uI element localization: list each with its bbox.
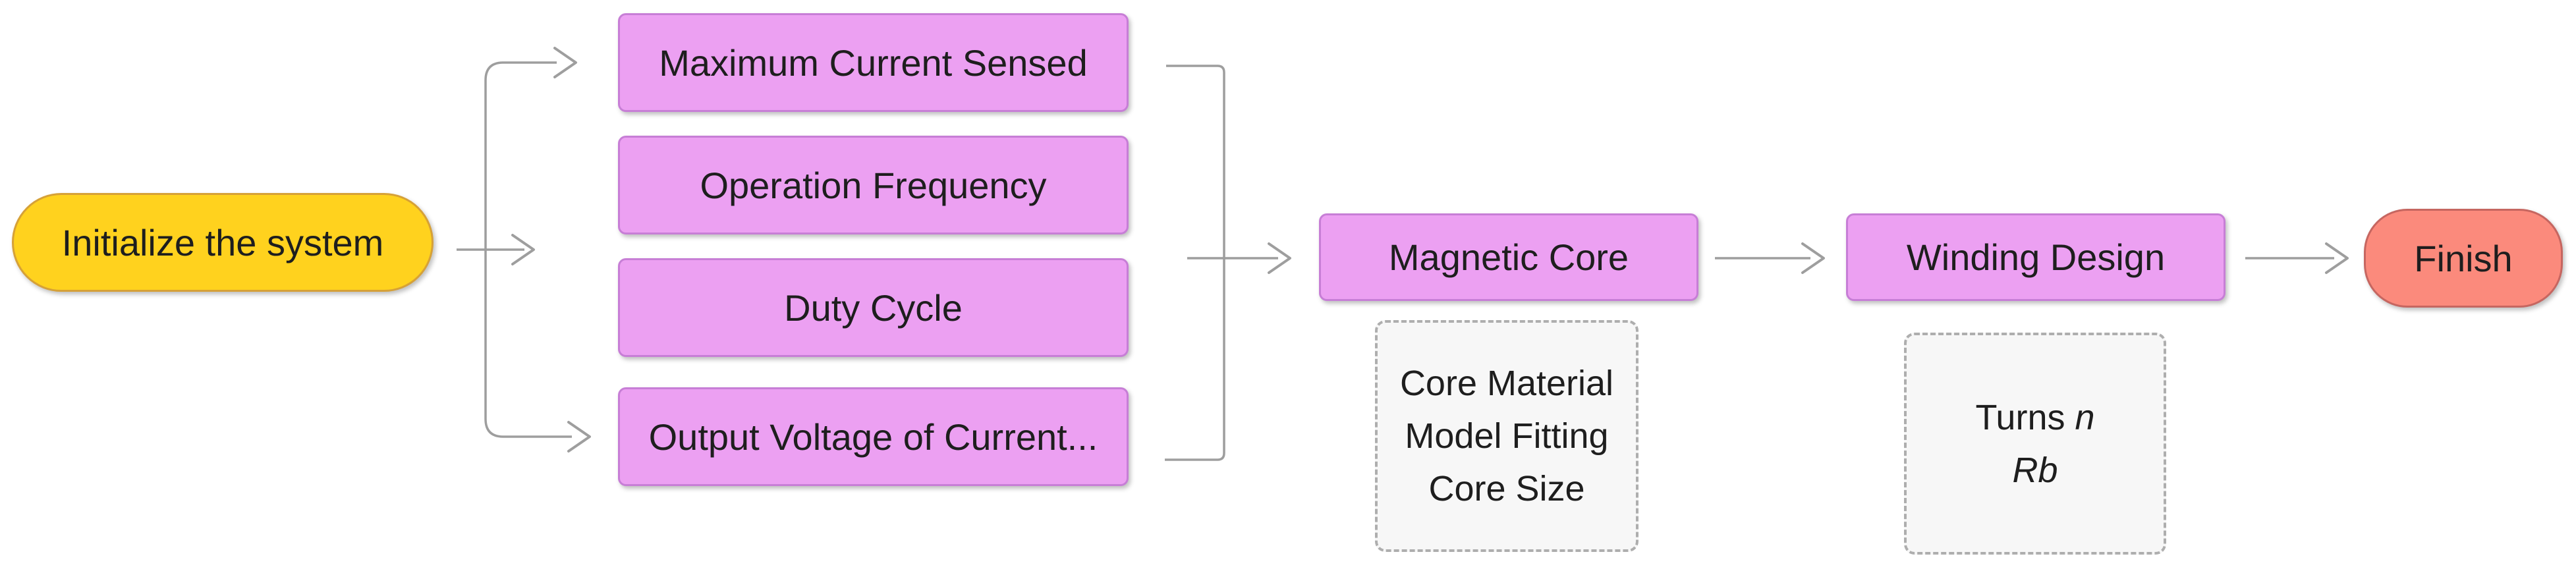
start-node-label: Initialize the system [61, 221, 384, 263]
input-box-label: Maximum Current Sensed [659, 41, 1088, 84]
winding-design-label: Winding Design [1906, 236, 2166, 278]
input-box-label: Duty Cycle [784, 287, 963, 329]
winding-details-line-turns: Turns n [1975, 391, 2094, 444]
input-box-operation-frequency: Operation Frequency [618, 136, 1129, 234]
input-box-label: Output Voltage of Current... [648, 416, 1098, 458]
winding-design-node: Winding Design [1846, 213, 2226, 301]
input-box-duty-cycle: Duty Cycle [618, 258, 1129, 357]
finish-node-label: Finish [2414, 237, 2513, 279]
arrowhead-winding-design [1801, 242, 1825, 274]
start-node: Initialize the system [12, 193, 434, 292]
magnetic-core-node: Magnetic Core [1319, 213, 1698, 301]
arrowhead-magnetic-core [1268, 242, 1291, 274]
core-details-line: Model Fitting [1405, 416, 1609, 456]
arrowhead-to-input-bottom [567, 421, 591, 452]
winding-details-panel: Turns n Rb [1904, 333, 2166, 555]
turns-label: Turns [1975, 397, 2075, 437]
core-details-line: Core Size [1428, 469, 1585, 508]
core-details-line: Core Material [1399, 364, 1614, 403]
input-box-maximum-current-sensed: Maximum Current Sensed [618, 13, 1129, 112]
input-box-output-voltage: Output Voltage of Current... [618, 387, 1129, 486]
arrowhead-to-input-top [553, 47, 577, 78]
winding-details-line-rb: Rb [2012, 450, 2058, 490]
arrowhead-start-mid [511, 234, 535, 265]
finish-node: Finish [2364, 209, 2563, 308]
edge-right-bracket [1165, 65, 1225, 461]
input-box-label: Operation Frequency [700, 164, 1047, 206]
edge-left-bracket [484, 61, 572, 438]
arrowhead-finish [2325, 242, 2349, 274]
magnetic-core-label: Magnetic Core [1388, 236, 1629, 278]
core-details-panel: Core Material Model Fitting Core Size [1375, 320, 1638, 552]
turns-symbol: n [2075, 397, 2095, 437]
